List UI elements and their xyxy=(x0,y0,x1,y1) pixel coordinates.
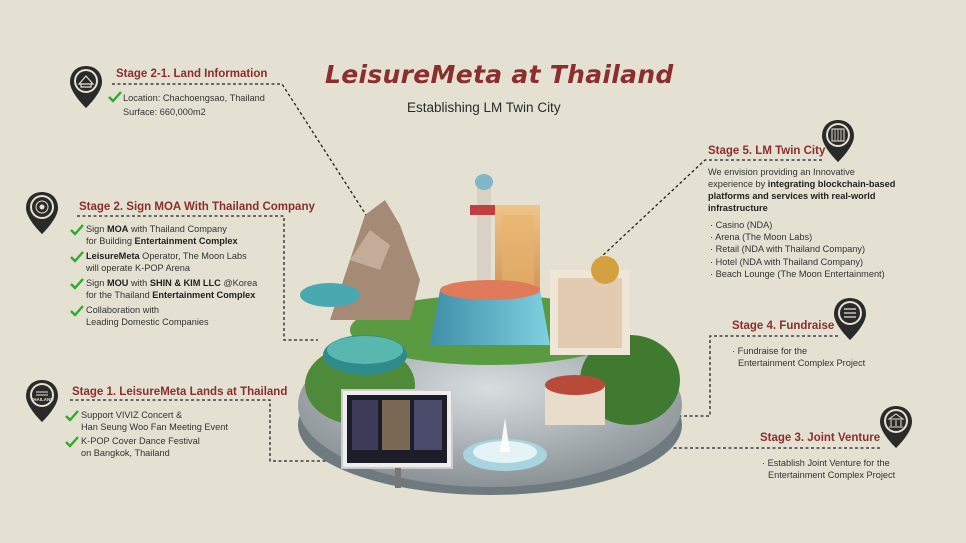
stage-2-item-3-line-1: Sign MOU with SHIN & KIM LLC @Korea xyxy=(86,278,258,288)
stage-2-item-1-line-2: for Building Entertainment Complex xyxy=(86,236,238,246)
stage-5-desc-line-1: We envision providing an Innovative xyxy=(708,167,855,177)
stage-4-title: Stage 4. Fundraise xyxy=(732,320,835,332)
stage-2-1-surface: Surface: 660,000m2 xyxy=(123,107,206,117)
connector-stage-5 xyxy=(599,159,822,259)
glass-complex xyxy=(430,290,550,345)
list-item: · Arena (The Moon Labs) xyxy=(710,232,813,243)
connector-stage-4 xyxy=(680,335,838,417)
twin-city-illustration xyxy=(298,174,682,495)
check-icon xyxy=(70,224,84,236)
list-item: · Casino (NDA) xyxy=(710,220,773,230)
connector-stage-1 xyxy=(70,399,335,462)
stage-5-facility-list: · Casino (NDA) · Arena (The Moon Labs) ·… xyxy=(710,219,885,280)
stage-5-desc-line-4: infrastructure xyxy=(708,203,768,213)
page-subtitle: Establishing LM Twin City xyxy=(407,100,561,115)
connector-stage-2-1 xyxy=(112,83,369,219)
stage-3-line-1: · Establish Joint Venture for the xyxy=(762,458,890,468)
check-icon xyxy=(70,305,84,317)
stage-2-1-title: Stage 2-1. Land Information xyxy=(116,68,268,80)
stage-2-item-3-line-2: for the Thailand Entertainment Complex xyxy=(86,290,256,300)
stage-2-title: Stage 2. Sign MOA With Thailand Company xyxy=(79,201,315,213)
stage-1-title: Stage 1. LeisureMeta Lands at Thailand xyxy=(72,386,288,398)
map-pin-icon xyxy=(880,406,912,448)
map-pin-icon xyxy=(26,192,58,234)
stage-2-item-2-line-2: will operate K-POP Arena xyxy=(86,263,191,273)
connector-stage-2 xyxy=(77,215,318,341)
stage-1-item-1-line-1: Support VIVIZ Concert & xyxy=(81,410,183,420)
map-pin-icon xyxy=(822,120,854,162)
stage-1-item-1-line-2: Han Seung Woo Fan Meeting Event xyxy=(81,422,228,432)
check-icon xyxy=(65,436,79,448)
page-title: LeisureMeta at Thailand xyxy=(325,60,674,89)
list-item: · Beach Lounge (The Moon Entertainment) xyxy=(710,268,885,279)
stage-5-desc-line-3: platforms and services with real-world xyxy=(708,191,876,201)
stage-2-item-2-line-1: LeisureMeta Operator, The Moon Labs xyxy=(86,251,247,261)
check-icon xyxy=(70,278,84,290)
stage-3-title: Stage 3. Joint Venture xyxy=(760,432,881,444)
thailand-badge-text: THAILAND xyxy=(30,397,54,402)
stage-4-line-2: Entertainment Complex Project xyxy=(738,358,866,368)
stage-2-1-location: Location: Chachoengsao, Thailand xyxy=(123,93,265,103)
map-pin-icon xyxy=(834,298,866,340)
stage-3-line-2: Entertainment Complex Project xyxy=(768,470,896,480)
stage-4-line-1: · Fundraise for the xyxy=(732,346,808,356)
check-icon xyxy=(65,410,79,422)
check-icon xyxy=(70,251,84,263)
stage-2-item-4-line-2: Leading Domestic Companies xyxy=(86,317,209,327)
list-item: · Retail (NDA with Thailand Company) xyxy=(710,244,866,255)
arena-dish xyxy=(300,283,360,307)
stage-2-item-4-line-1: Collaboration with xyxy=(86,305,160,315)
stage-2-item-1-line-1: Sign MOA with Thailand Company xyxy=(86,224,227,234)
stage-1-item-2-line-2: on Bangkok, Thailand xyxy=(81,448,170,458)
stage-1-item-2-line-1: K-POP Cover Dance Festival xyxy=(81,436,200,446)
map-pin-icon xyxy=(26,380,58,422)
stage-5-desc-line-2: experience by integrating blockchain-bas… xyxy=(708,179,896,189)
check-icon xyxy=(108,91,122,103)
stage-5-title: Stage 5. LM Twin City xyxy=(708,145,826,157)
list-item: · Hotel (NDA with Thailand Company) xyxy=(710,256,864,267)
map-pin-icon xyxy=(70,66,102,108)
